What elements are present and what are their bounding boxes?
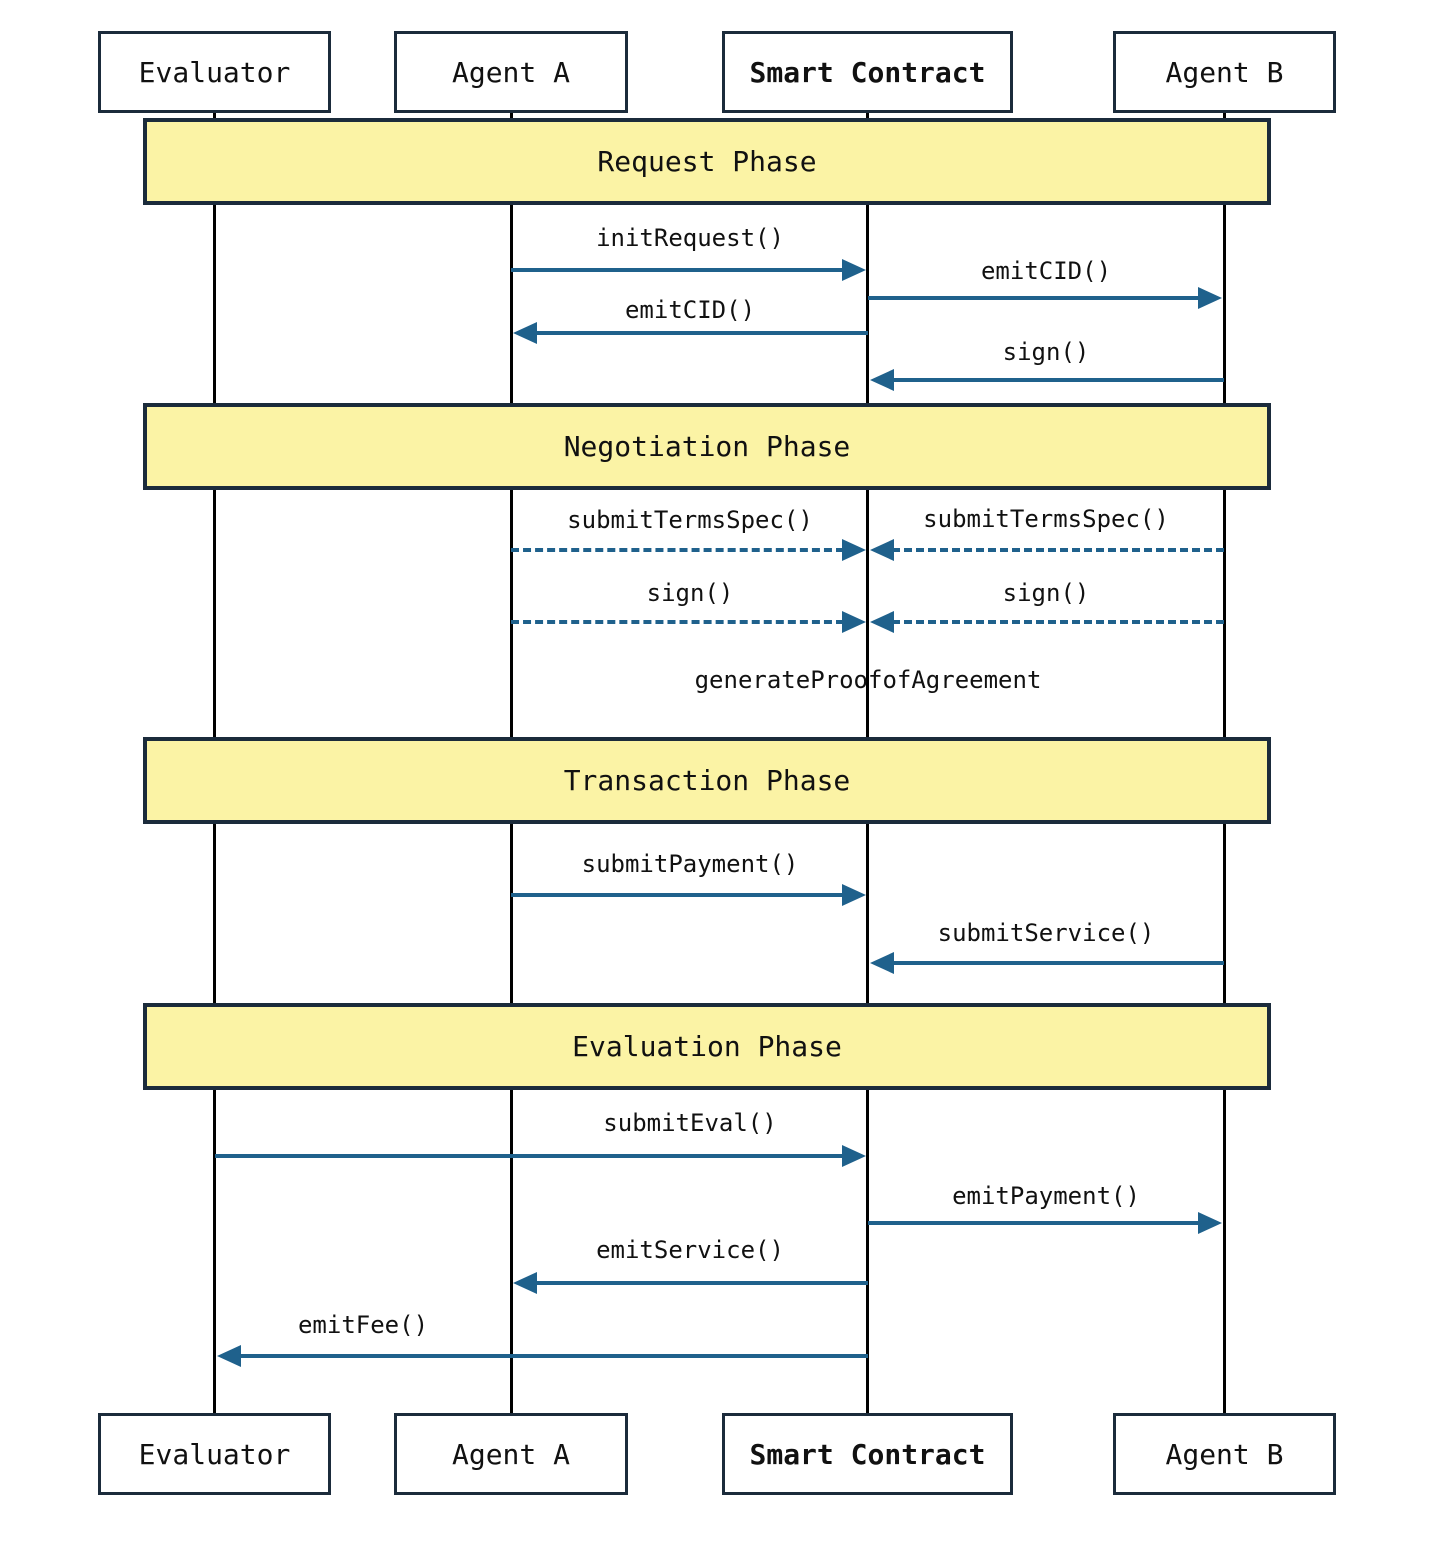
message-label: submitEval() [603,1109,777,1137]
arrow-line [868,296,1200,300]
message-label: initRequest() [596,224,784,252]
phase-band-negotiation: Negotiation Phase [143,403,1271,490]
arrow-line [892,378,1224,382]
actor-box-smart-contract-bottom: Smart Contract [722,1413,1013,1495]
arrow-head-left [870,539,894,561]
arrow-head-right [842,611,866,633]
arrow-line [511,548,844,552]
arrow-head-left [217,1345,241,1367]
actor-label: Evaluator [138,55,291,89]
phase-band-evaluation: Evaluation Phase [143,1003,1271,1090]
arrow-line [511,893,844,897]
arrow-head-left [870,952,894,974]
message-label: sign() [1002,579,1090,607]
message-label: submitTermsSpec() [923,505,1169,533]
actor-box-agent-a-top: Agent A [394,31,628,113]
actor-box-evaluator-bottom: Evaluator [98,1413,331,1495]
arrow-head-left [870,369,894,391]
message-label: sign() [1002,338,1090,366]
arrow-head-right [842,1145,866,1167]
message-label: submitPayment() [581,850,799,878]
message-label: emitFee() [297,1311,429,1339]
message-label: submitService() [937,919,1155,947]
actor-box-smart-contract-top: Smart Contract [722,31,1013,113]
actor-label: Agent B [1165,1437,1284,1471]
message-label: sign() [646,579,734,607]
arrow-head-left [513,1272,537,1294]
arrow-head-left [513,322,537,344]
message-label: emitCID() [624,296,756,324]
actor-label: Agent A [451,55,570,89]
phase-band-request: Request Phase [143,118,1271,205]
actor-box-agent-b-bottom: Agent B [1113,1413,1336,1495]
arrow-head-right [842,259,866,281]
actor-box-agent-b-top: Agent B [1113,31,1336,113]
phase-label: Negotiation Phase [563,430,851,463]
arrow-line [868,1221,1200,1225]
arrow-line [215,1154,844,1158]
actor-label: Agent B [1165,55,1284,89]
arrow-line [511,268,844,272]
message-label: emitService() [596,1236,784,1264]
actor-box-agent-a-bottom: Agent A [394,1413,628,1495]
phase-band-transaction: Transaction Phase [143,737,1271,824]
arrow-line [535,331,868,335]
arrow-head-right [842,884,866,906]
actor-label: Evaluator [138,1437,291,1471]
arrow-head-right [842,539,866,561]
arrow-head-right [1198,1212,1222,1234]
arrow-head-left [870,611,894,633]
actor-label: Agent A [451,1437,570,1471]
actor-label: Smart Contract [749,1437,986,1471]
phase-label: Evaluation Phase [572,1030,842,1063]
arrow-line [892,620,1224,624]
arrow-line [892,548,1224,552]
message-label: emitPayment() [952,1182,1140,1210]
arrow-line [239,1354,868,1358]
arrow-head-right [1198,287,1222,309]
arrow-line [535,1281,868,1285]
actor-label: Smart Contract [749,55,986,89]
phase-label: Request Phase [597,145,817,178]
message-label: submitTermsSpec() [567,506,813,534]
arrow-line [511,620,844,624]
message-label: generateProofofAgreement [694,666,1042,694]
actor-box-evaluator-top: Evaluator [98,31,331,113]
message-label: emitCID() [980,257,1112,285]
phase-label: Transaction Phase [563,764,851,797]
arrow-line [892,961,1224,965]
